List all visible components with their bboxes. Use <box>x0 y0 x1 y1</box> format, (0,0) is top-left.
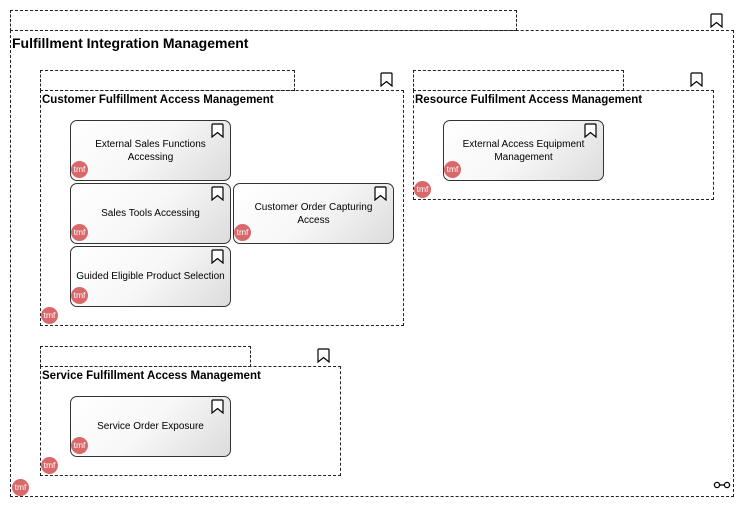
root-group-tab <box>10 10 517 31</box>
function-external-sales-functions-accessing[interactable]: External Sales Functions Accessing <box>70 120 231 181</box>
customer-group-tab <box>40 70 295 91</box>
service-tmf-badge: tmf <box>41 457 58 474</box>
bookmark-icon <box>317 348 330 363</box>
service-group-tab <box>40 346 251 367</box>
root-group-container <box>10 30 734 497</box>
resource-group-title: Resource Fulfilment Access Management <box>415 94 643 106</box>
function-tmf-badge: tmf <box>71 161 88 178</box>
service-group-container <box>40 366 341 476</box>
function-label: Sales Tools Accessing <box>101 208 200 219</box>
bookmark-icon <box>211 123 224 138</box>
customer-group-container <box>40 90 404 326</box>
link-icon <box>713 481 731 489</box>
function-tmf-badge: tmf <box>71 287 88 304</box>
customer-tmf-badge: tmf <box>41 307 58 324</box>
function-tmf-badge: tmf <box>234 224 251 241</box>
root-tmf-badge: tmf <box>12 479 29 496</box>
customer-group-title: Customer Fulfillment Access Management <box>42 94 274 106</box>
bookmark-icon <box>380 72 393 87</box>
function-service-order-exposure[interactable]: Service Order Exposure <box>70 396 231 457</box>
function-external-access-equipment-management[interactable]: External Access Equipment Management <box>443 120 604 181</box>
function-customer-order-capturing-access[interactable]: Customer Order Capturing Access <box>233 183 394 244</box>
function-label: Guided Eligible Product Selection <box>76 271 225 282</box>
resource-group-tab <box>413 70 624 91</box>
bookmark-icon <box>374 186 387 201</box>
bookmark-icon <box>211 186 224 201</box>
resource-group-container <box>413 90 714 200</box>
function-label: External Sales Functions Accessing <box>95 138 206 163</box>
bookmark-icon <box>710 13 723 28</box>
bookmark-icon <box>690 72 703 87</box>
bookmark-icon <box>211 399 224 414</box>
function-label: Service Order Exposure <box>97 421 204 432</box>
function-tmf-badge: tmf <box>71 224 88 241</box>
service-group-title: Service Fulfillment Access Management <box>42 370 261 382</box>
bookmark-icon <box>211 249 224 264</box>
function-guided-eligible-product-selection[interactable]: Guided Eligible Product Selection <box>70 246 231 307</box>
resource-tmf-badge: tmf <box>414 181 431 198</box>
function-tmf-badge: tmf <box>444 161 461 178</box>
bookmark-icon <box>584 123 597 138</box>
function-label: Customer Order Capturing Access <box>254 201 373 226</box>
function-tmf-badge: tmf <box>71 437 88 454</box>
function-label: External Access Equipment Management <box>462 138 585 163</box>
function-sales-tools-accessing[interactable]: Sales Tools Accessing <box>70 183 231 244</box>
root-group-title: Fulfillment Integration Management <box>12 35 249 51</box>
